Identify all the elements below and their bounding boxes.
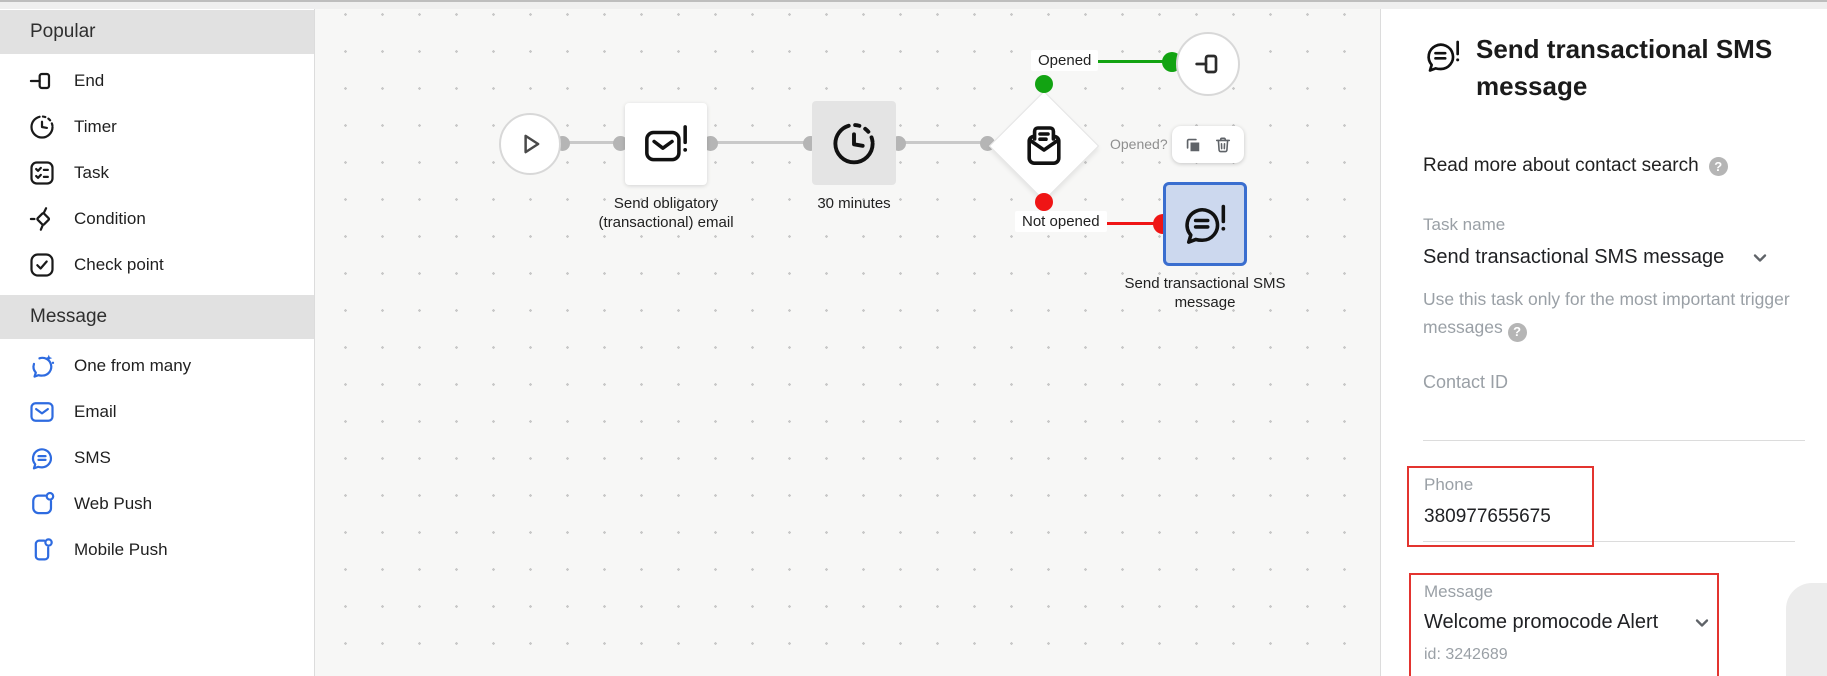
sidebar-item-label: SMS (74, 448, 111, 467)
sms-node-label: Send transactional SMS message (1124, 275, 1286, 311)
chevron-down-icon[interactable] (1692, 613, 1712, 633)
branch-label-not-opened: Not opened (1015, 211, 1107, 232)
email-node[interactable] (625, 103, 707, 185)
blocks-sidebar: Popular End Timer (0, 9, 315, 676)
contact-id-input[interactable] (1423, 440, 1805, 441)
help-icon[interactable]: ? (1507, 322, 1527, 342)
end-icon (29, 72, 51, 90)
sidebar-item-label: Check point (74, 255, 164, 274)
popular-list: End Timer Task (0, 54, 314, 288)
copy-icon[interactable] (1183, 135, 1203, 155)
edge-opened-end (1096, 60, 1166, 63)
edge-email-timer (708, 141, 814, 144)
end-node[interactable] (1176, 32, 1240, 96)
task-icon (30, 161, 54, 185)
message-label: Message (1424, 582, 1493, 601)
contact-id-label: Contact ID (1423, 372, 1509, 392)
sidebar-section-popular: Popular (0, 10, 314, 54)
sms-alert-icon (1185, 204, 1226, 244)
section-title: Popular (30, 21, 96, 42)
sidebar-item-label: Web Push (74, 494, 153, 513)
sidebar-item-email[interactable]: Email (0, 389, 314, 435)
sidebar-section-message: Message (0, 295, 314, 339)
help-icon[interactable]: ? (1708, 156, 1728, 176)
sidebar-item-label: One from many (74, 356, 192, 375)
condition-false-port[interactable] (1035, 193, 1053, 211)
checkpoint-icon (30, 253, 54, 277)
clock-icon (833, 123, 875, 165)
sidebar-item-sms[interactable]: SMS (0, 435, 314, 481)
web-push-icon (32, 491, 55, 515)
port-email-in[interactable] (613, 136, 628, 151)
branch-label-opened: Opened (1031, 50, 1099, 71)
message-value: Welcome promocode Alert (1424, 611, 1659, 633)
email-alert-icon (645, 125, 688, 162)
play-icon (524, 134, 540, 154)
message-list: One from many Email SMS (0, 339, 314, 573)
node-toolbar (1172, 126, 1244, 163)
condition-icon (29, 207, 51, 231)
sms-node[interactable] (1163, 182, 1247, 266)
task-hint: Use this task only for the most importan… (1423, 285, 1801, 342)
task-name-value: Send transactional SMS message (1423, 246, 1725, 268)
phone-input-underline (1423, 541, 1795, 542)
workflow-canvas[interactable]: Send obligatory (transactional) email 30… (315, 9, 1380, 676)
chevron-down-icon[interactable] (1750, 248, 1770, 268)
phone-label: Phone (1424, 475, 1474, 494)
sidebar-item-label: Email (74, 402, 117, 421)
sidebar-item-mobile-push[interactable]: Mobile Push (0, 527, 314, 573)
task-name-label: Task name (1423, 215, 1506, 234)
email-node-label: Send obligatory (transactional) email (598, 195, 734, 231)
section-title: Message (30, 306, 108, 327)
condition-node[interactable] (988, 90, 1100, 202)
mobile-push-icon (34, 538, 53, 561)
condition-true-port[interactable] (1035, 75, 1053, 93)
read-more-link[interactable]: Read more about contact search ? (1423, 155, 1728, 177)
email-icon (30, 402, 54, 422)
sidebar-item-web-push[interactable]: Web Push (0, 481, 314, 527)
corner-shape (1786, 583, 1827, 676)
sidebar-item-label: Timer (74, 117, 117, 136)
start-node[interactable] (499, 113, 561, 175)
message-select[interactable]: Welcome promocode Alert (1424, 611, 1712, 634)
timer-icon (30, 115, 54, 139)
sidebar-item-end[interactable]: End (0, 58, 314, 104)
sidebar-item-label: Mobile Push (74, 540, 168, 559)
message-highlight-box (1409, 573, 1719, 676)
phone-input[interactable]: 380977655675 (1424, 506, 1551, 528)
sidebar-item-task[interactable]: Task (0, 150, 314, 196)
condition-question-label: Opened? (1110, 136, 1168, 152)
top-strip (0, 0, 1827, 9)
sidebar-item-label: End (74, 71, 105, 90)
message-id: id: 3242689 (1424, 646, 1508, 663)
panel-title: Send transactional SMS message (1476, 34, 1773, 101)
sidebar-item-one-from-many[interactable]: One from many (0, 343, 314, 389)
sidebar-item-condition[interactable]: Condition (0, 196, 314, 242)
sidebar-item-checkpoint[interactable]: Check point (0, 242, 314, 288)
end-icon (1195, 54, 1218, 74)
phone-value: 380977655675 (1424, 506, 1551, 527)
sidebar-item-label: Task (74, 163, 109, 182)
trash-icon[interactable] (1213, 135, 1233, 155)
sms-icon (31, 448, 53, 470)
edge-notopened-sms (1105, 222, 1163, 225)
edge-start-email (561, 141, 627, 144)
one-from-many-icon (32, 354, 55, 378)
edge-timer-condition (897, 141, 992, 144)
timer-node-label: 30 minutes (817, 195, 891, 212)
sidebar-item-label: Condition (74, 209, 146, 228)
settings-panel: Send transactional SMS message Read more… (1380, 9, 1827, 676)
sms-alert-icon (1427, 40, 1460, 72)
task-hint-text: Use this task only for the most importan… (1423, 289, 1790, 337)
task-name-select[interactable]: Send transactional SMS message (1423, 246, 1770, 269)
read-more-text: Read more about contact search (1423, 155, 1699, 176)
sidebar-item-timer[interactable]: Timer (0, 104, 314, 150)
phone-highlight-box (1407, 466, 1594, 547)
timer-node[interactable] (812, 101, 896, 185)
